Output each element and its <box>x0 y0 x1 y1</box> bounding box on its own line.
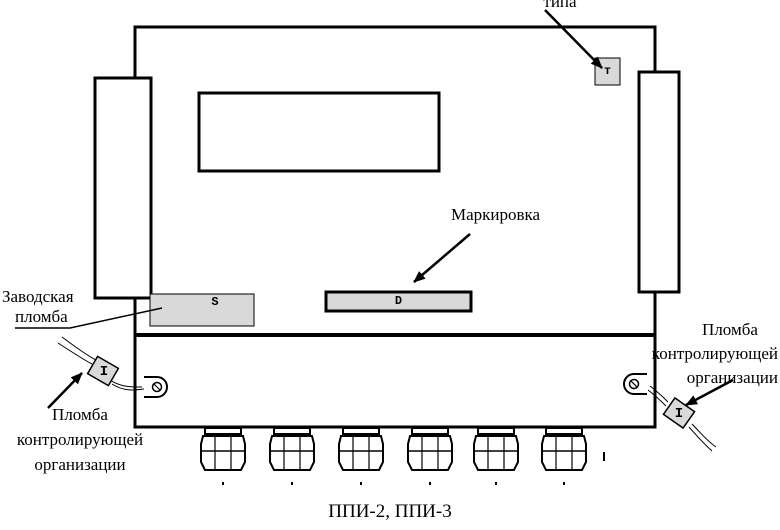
factory-seal-label-line2: пломба <box>15 307 68 326</box>
right-bracket <box>637 70 681 294</box>
marking-plate <box>324 290 473 313</box>
seal-left-arrow <box>47 372 83 409</box>
seal-left-label-line1: Пломба <box>52 405 108 424</box>
cable-gland-5 <box>473 427 519 485</box>
cable-gland-1 <box>200 427 246 485</box>
seal-right-letter: I <box>674 406 684 422</box>
seal-right-label-line1: Пломба <box>702 320 758 339</box>
seal-right-label-line3: организации <box>686 368 778 387</box>
marking-label: Маркировка <box>451 205 541 224</box>
figure-caption: ППИ-2, ППИ-3 <box>328 501 452 522</box>
cable-gland-4 <box>407 427 453 485</box>
seal-right-arrow <box>685 378 734 407</box>
marking-letter: D <box>394 294 403 308</box>
factory-seal-letter: S <box>211 295 219 309</box>
left-bracket <box>93 76 153 300</box>
type-plate <box>594 57 621 86</box>
seal-left-label-line2: контролирующей <box>16 430 144 449</box>
screw-left <box>144 376 168 398</box>
type-plate-letter: т <box>603 64 612 78</box>
cable-gland-3 <box>338 427 384 485</box>
type-plate-arrow <box>544 9 603 69</box>
display-window <box>197 91 441 173</box>
cable-gland-6 <box>541 427 587 485</box>
housing-body <box>133 25 657 429</box>
seal-right-label-line2: контролирующей <box>651 344 778 363</box>
seal-left-label-line3: организации <box>34 455 126 474</box>
seal-right <box>647 385 717 452</box>
type-plate-label: типа <box>543 0 577 11</box>
screw-right <box>623 373 647 395</box>
factory-seal-label-line1: Заводская <box>2 287 74 306</box>
seal-left <box>57 336 145 391</box>
factory-seal-leader <box>15 307 163 329</box>
cable-gland-2 <box>269 427 315 485</box>
seal-left-letter: I <box>99 364 109 380</box>
marking-arrow <box>413 233 471 283</box>
